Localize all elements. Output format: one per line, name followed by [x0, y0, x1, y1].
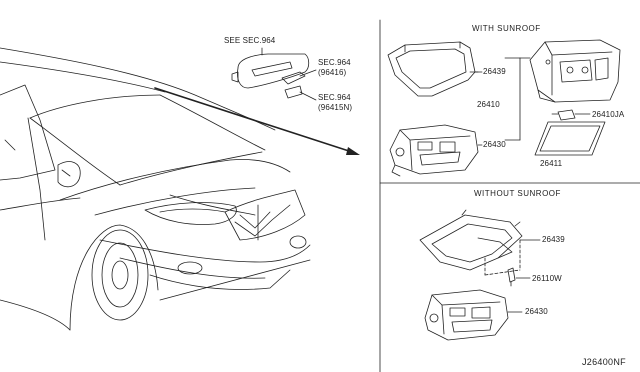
ws-frame-26439: [387, 41, 479, 97]
without-sunroof-header: WITHOUT SUNROOF: [474, 189, 561, 198]
ws-part-26410: 26410: [477, 100, 500, 109]
ws-part-26411: 26411: [540, 159, 563, 168]
part-leader-lines: [474, 71, 541, 241]
wos-part-26110W: 26110W: [532, 274, 562, 283]
see-sec-964-label: SEE SEC.964: [224, 36, 276, 45]
ws-assembly-26410: [504, 39, 621, 141]
ws-part-26430: 26430: [483, 140, 506, 149]
ws-lamp-26430: [389, 124, 479, 177]
sec-964-ref-1: SEC.964: [318, 58, 351, 67]
section-dividers: [379, 19, 640, 372]
wos-bracket-26439: [419, 209, 523, 276]
sun-visor-illustration: [231, 47, 317, 101]
ws-lens-26411: [534, 121, 606, 156]
ws-bulb-26410JA: [551, 109, 591, 121]
part-96416: (96416): [318, 68, 347, 77]
wos-part-26430: 26430: [525, 307, 548, 316]
ws-part-26410JA: 26410JA: [592, 110, 625, 119]
wos-lamp-26430: [424, 289, 523, 341]
vehicle-illustration: [0, 47, 311, 331]
sec-964-ref-2: SEC.964: [318, 93, 351, 102]
part-96415N: (96415N): [318, 103, 353, 112]
with-sunroof-header: WITH SUNROOF: [472, 24, 541, 33]
leader-arrow: [154, 87, 360, 155]
wos-part-26439: 26439: [542, 235, 565, 244]
diagram-code: J26400NF: [582, 357, 626, 367]
ws-part-26439: 26439: [483, 67, 506, 76]
wos-clip-26110W: [507, 267, 531, 287]
